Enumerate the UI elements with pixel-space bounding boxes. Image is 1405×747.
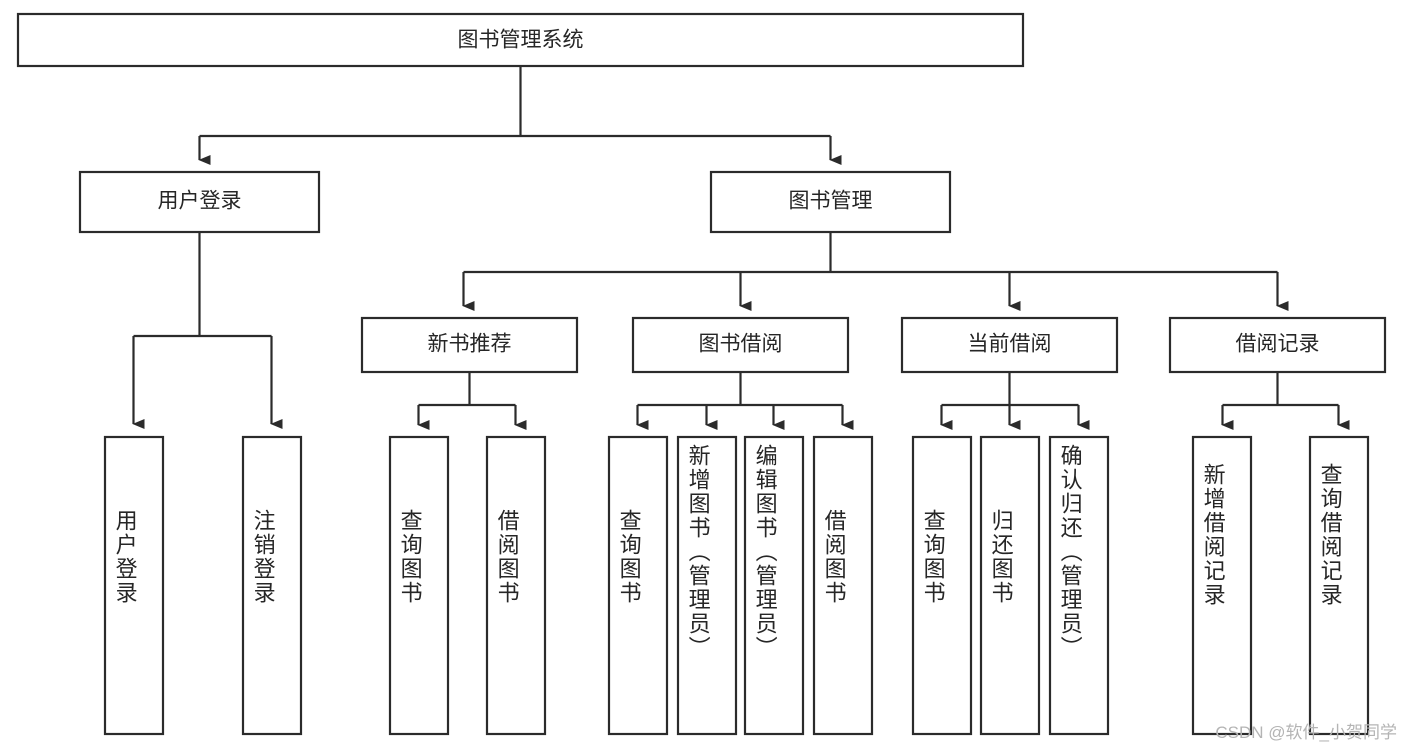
- node-leaf-return-book-box[interactable]: [979, 435, 1041, 736]
- connector-group-book-borrow: [636, 372, 854, 430]
- node-book-manage-label: 图书管理: [789, 190, 873, 213]
- node-leaf-query-book-1-box[interactable]: [388, 435, 450, 736]
- node-current-borrow-label: 当前借阅: [968, 333, 1052, 356]
- connector-group-user-login: [132, 232, 283, 429]
- node-leaf-borrow-book-2-box[interactable]: [812, 435, 874, 736]
- node-borrow-record[interactable]: 借阅记录: [1168, 316, 1387, 374]
- node-leaf-edit-book-admin-box[interactable]: [743, 435, 805, 736]
- node-book-manage[interactable]: 图书管理: [709, 170, 952, 234]
- node-new-book-recommend[interactable]: 新书推荐: [360, 316, 579, 374]
- node-leaf-add-borrow-record-box[interactable]: [1191, 435, 1253, 736]
- node-leaf-add-book-admin-box[interactable]: [676, 435, 738, 736]
- node-root[interactable]: 图书管理系统: [16, 12, 1025, 68]
- node-leaf-user-login-box[interactable]: [103, 435, 165, 736]
- connector-group-borrow-record: [1221, 372, 1350, 430]
- node-borrow-record-label: 借阅记录: [1236, 333, 1320, 356]
- node-book-borrow-label: 图书借阅: [699, 333, 783, 356]
- node-leaf-borrow-book-1-box[interactable]: [485, 435, 547, 736]
- connector-group-new-book-recommend: [417, 372, 527, 430]
- node-leaf-confirm-return-admin-box[interactable]: [1048, 435, 1110, 736]
- node-user-login[interactable]: 用户登录: [78, 170, 321, 234]
- node-book-borrow[interactable]: 图书借阅: [631, 316, 850, 374]
- node-current-borrow-box[interactable]: [900, 316, 1119, 374]
- node-new-book-recommend-box[interactable]: [360, 316, 579, 374]
- node-user-login-label: 用户登录: [158, 190, 242, 213]
- node-root-label: 图书管理系统: [458, 29, 584, 52]
- node-user-login-box[interactable]: [78, 170, 321, 234]
- node-book-borrow-box[interactable]: [631, 316, 850, 374]
- node-leaf-logout-login-box[interactable]: [241, 435, 303, 736]
- node-current-borrow[interactable]: 当前借阅: [900, 316, 1119, 374]
- node-new-book-recommend-label: 新书推荐: [428, 333, 512, 356]
- connector-group-root: [198, 66, 842, 165]
- node-borrow-record-box[interactable]: [1168, 316, 1387, 374]
- connector-group-current-borrow: [940, 372, 1090, 430]
- connector-group-book-manage: [462, 232, 1289, 311]
- node-leaf-query-book-3-box[interactable]: [911, 435, 973, 736]
- node-root-box[interactable]: [16, 12, 1025, 68]
- node-leaf-query-borrow-record-box[interactable]: [1308, 435, 1370, 736]
- node-leaf-query-book-2-box[interactable]: [607, 435, 669, 736]
- node-book-manage-box[interactable]: [709, 170, 952, 234]
